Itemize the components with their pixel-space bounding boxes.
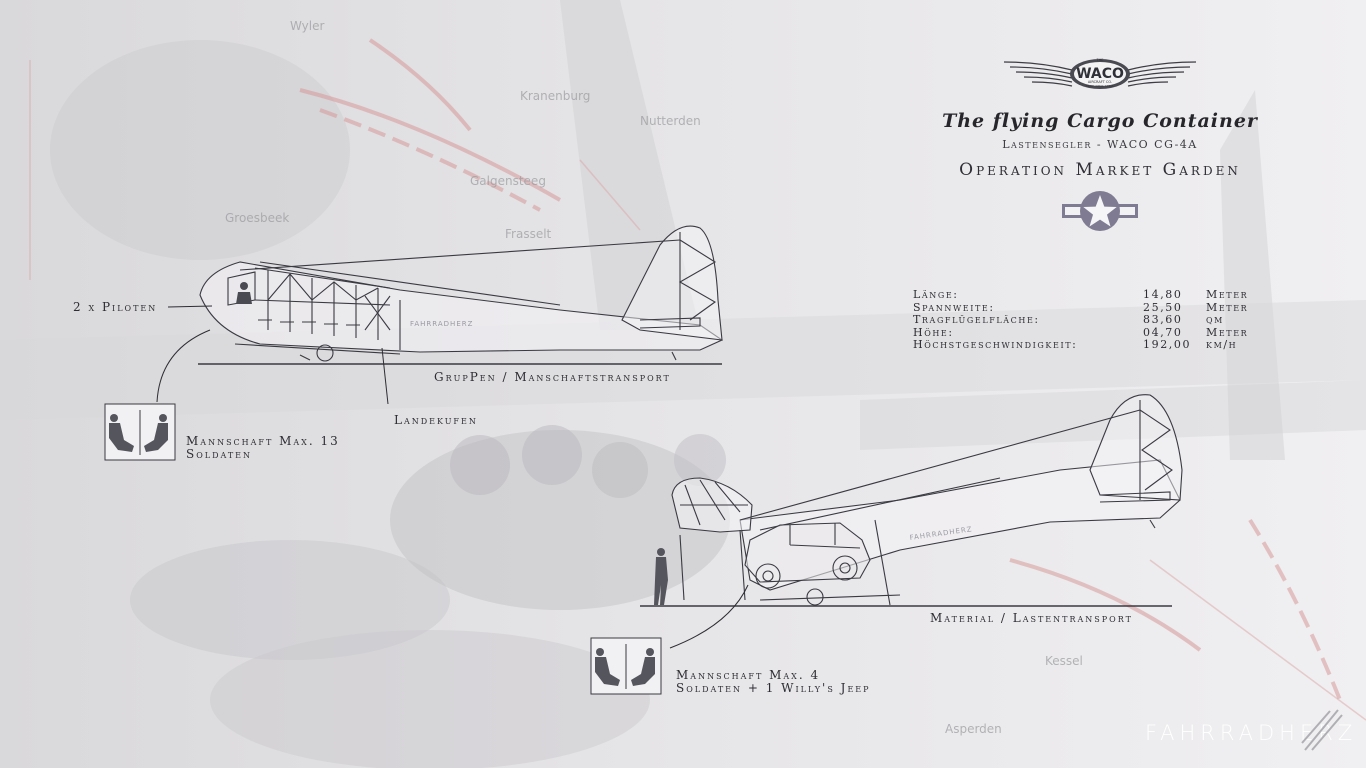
- crew-cargo-line2: Soldaten + 1 Willy's Jeep: [676, 681, 871, 695]
- spec-unit: km/h: [1206, 338, 1238, 351]
- spec-label: Höchstgeschwindigkeit:: [913, 338, 1078, 351]
- map-label-groesbeek: Groesbeek: [225, 211, 289, 225]
- spec-value: 14,80: [1143, 288, 1183, 301]
- spec-value: 04,70: [1143, 326, 1183, 339]
- aircraft-subtitle: Lastensegler - WACO CG-4A: [1002, 138, 1198, 151]
- spec-row-span: Spannweite: 25,50 Meter: [913, 301, 1273, 314]
- crew-cargo-line1: Mannschaft Max. 4: [676, 668, 821, 682]
- signature-scribble-icon: [1301, 709, 1343, 751]
- glider2-caption: Material / Lastentransport: [930, 611, 1133, 625]
- spec-unit: Meter: [1206, 326, 1249, 339]
- map-label-kessel: Kessel: [1045, 654, 1083, 668]
- crew-troop-line2: Soldaten: [186, 447, 253, 461]
- spec-label: Höhe:: [913, 326, 954, 339]
- waco-brand: WACO: [1076, 66, 1124, 82]
- map-label-galgensteeg: Galgensteeg: [470, 174, 546, 188]
- map-label-wyler: Wyler: [290, 19, 324, 33]
- spec-label: Spannweite:: [913, 301, 995, 314]
- crew-cargo-text: Mannschaft Max. 4 Soldaten + 1 Willy's J…: [676, 669, 871, 695]
- spec-label: Tragflügelfläche:: [913, 313, 1040, 326]
- crew-troop-line1: Mannschaft Max. 13: [186, 434, 340, 448]
- spec-value: 25,50: [1143, 301, 1183, 314]
- tagline: The flying Cargo Container: [942, 110, 1258, 132]
- waco-line2: TROY, OHIO, U.S.A.: [1085, 84, 1115, 88]
- map-label-nutterden: Nutterden: [640, 114, 701, 128]
- spec-unit: qm: [1206, 313, 1224, 326]
- glider1-caption: GrupPen / Manschaftstransport: [434, 370, 671, 384]
- waco-logo: WACO THE AIRCRAFT CO. TROY, OHIO, U.S.A.: [1003, 58, 1197, 89]
- waco-top: THE: [1096, 58, 1104, 62]
- spec-value: 83,60: [1143, 313, 1183, 326]
- pilots-label: 2 x Piloten: [73, 300, 158, 314]
- usaaf-roundel-icon: [1062, 191, 1138, 231]
- spec-label: Länge:: [913, 288, 959, 301]
- spec-unit: Meter: [1206, 301, 1249, 314]
- spec-row-length: Länge: 14,80 Meter: [913, 288, 1273, 301]
- skids-label: Landekufen: [394, 413, 478, 427]
- crew-troop-text: Mannschaft Max. 13 Soldaten: [186, 435, 340, 461]
- spec-row-max-speed: Höchstgeschwindigkeit: 192,00 km/h: [913, 338, 1273, 351]
- map-label-kranenburg: Kranenburg: [520, 89, 590, 103]
- spec-row-wing-area: Tragflügelfläche: 83,60 qm: [913, 313, 1273, 326]
- spec-unit: Meter: [1206, 288, 1249, 301]
- waco-line1: AIRCRAFT CO.: [1088, 80, 1112, 84]
- map-label-asperden: Asperden: [945, 722, 1002, 736]
- map-label-frasselt: Frasselt: [505, 227, 552, 241]
- spec-row-height: Höhe: 04,70 Meter: [913, 326, 1273, 339]
- operation-title: Operation Market Garden: [959, 160, 1241, 180]
- spec-value: 192,00: [1143, 338, 1192, 351]
